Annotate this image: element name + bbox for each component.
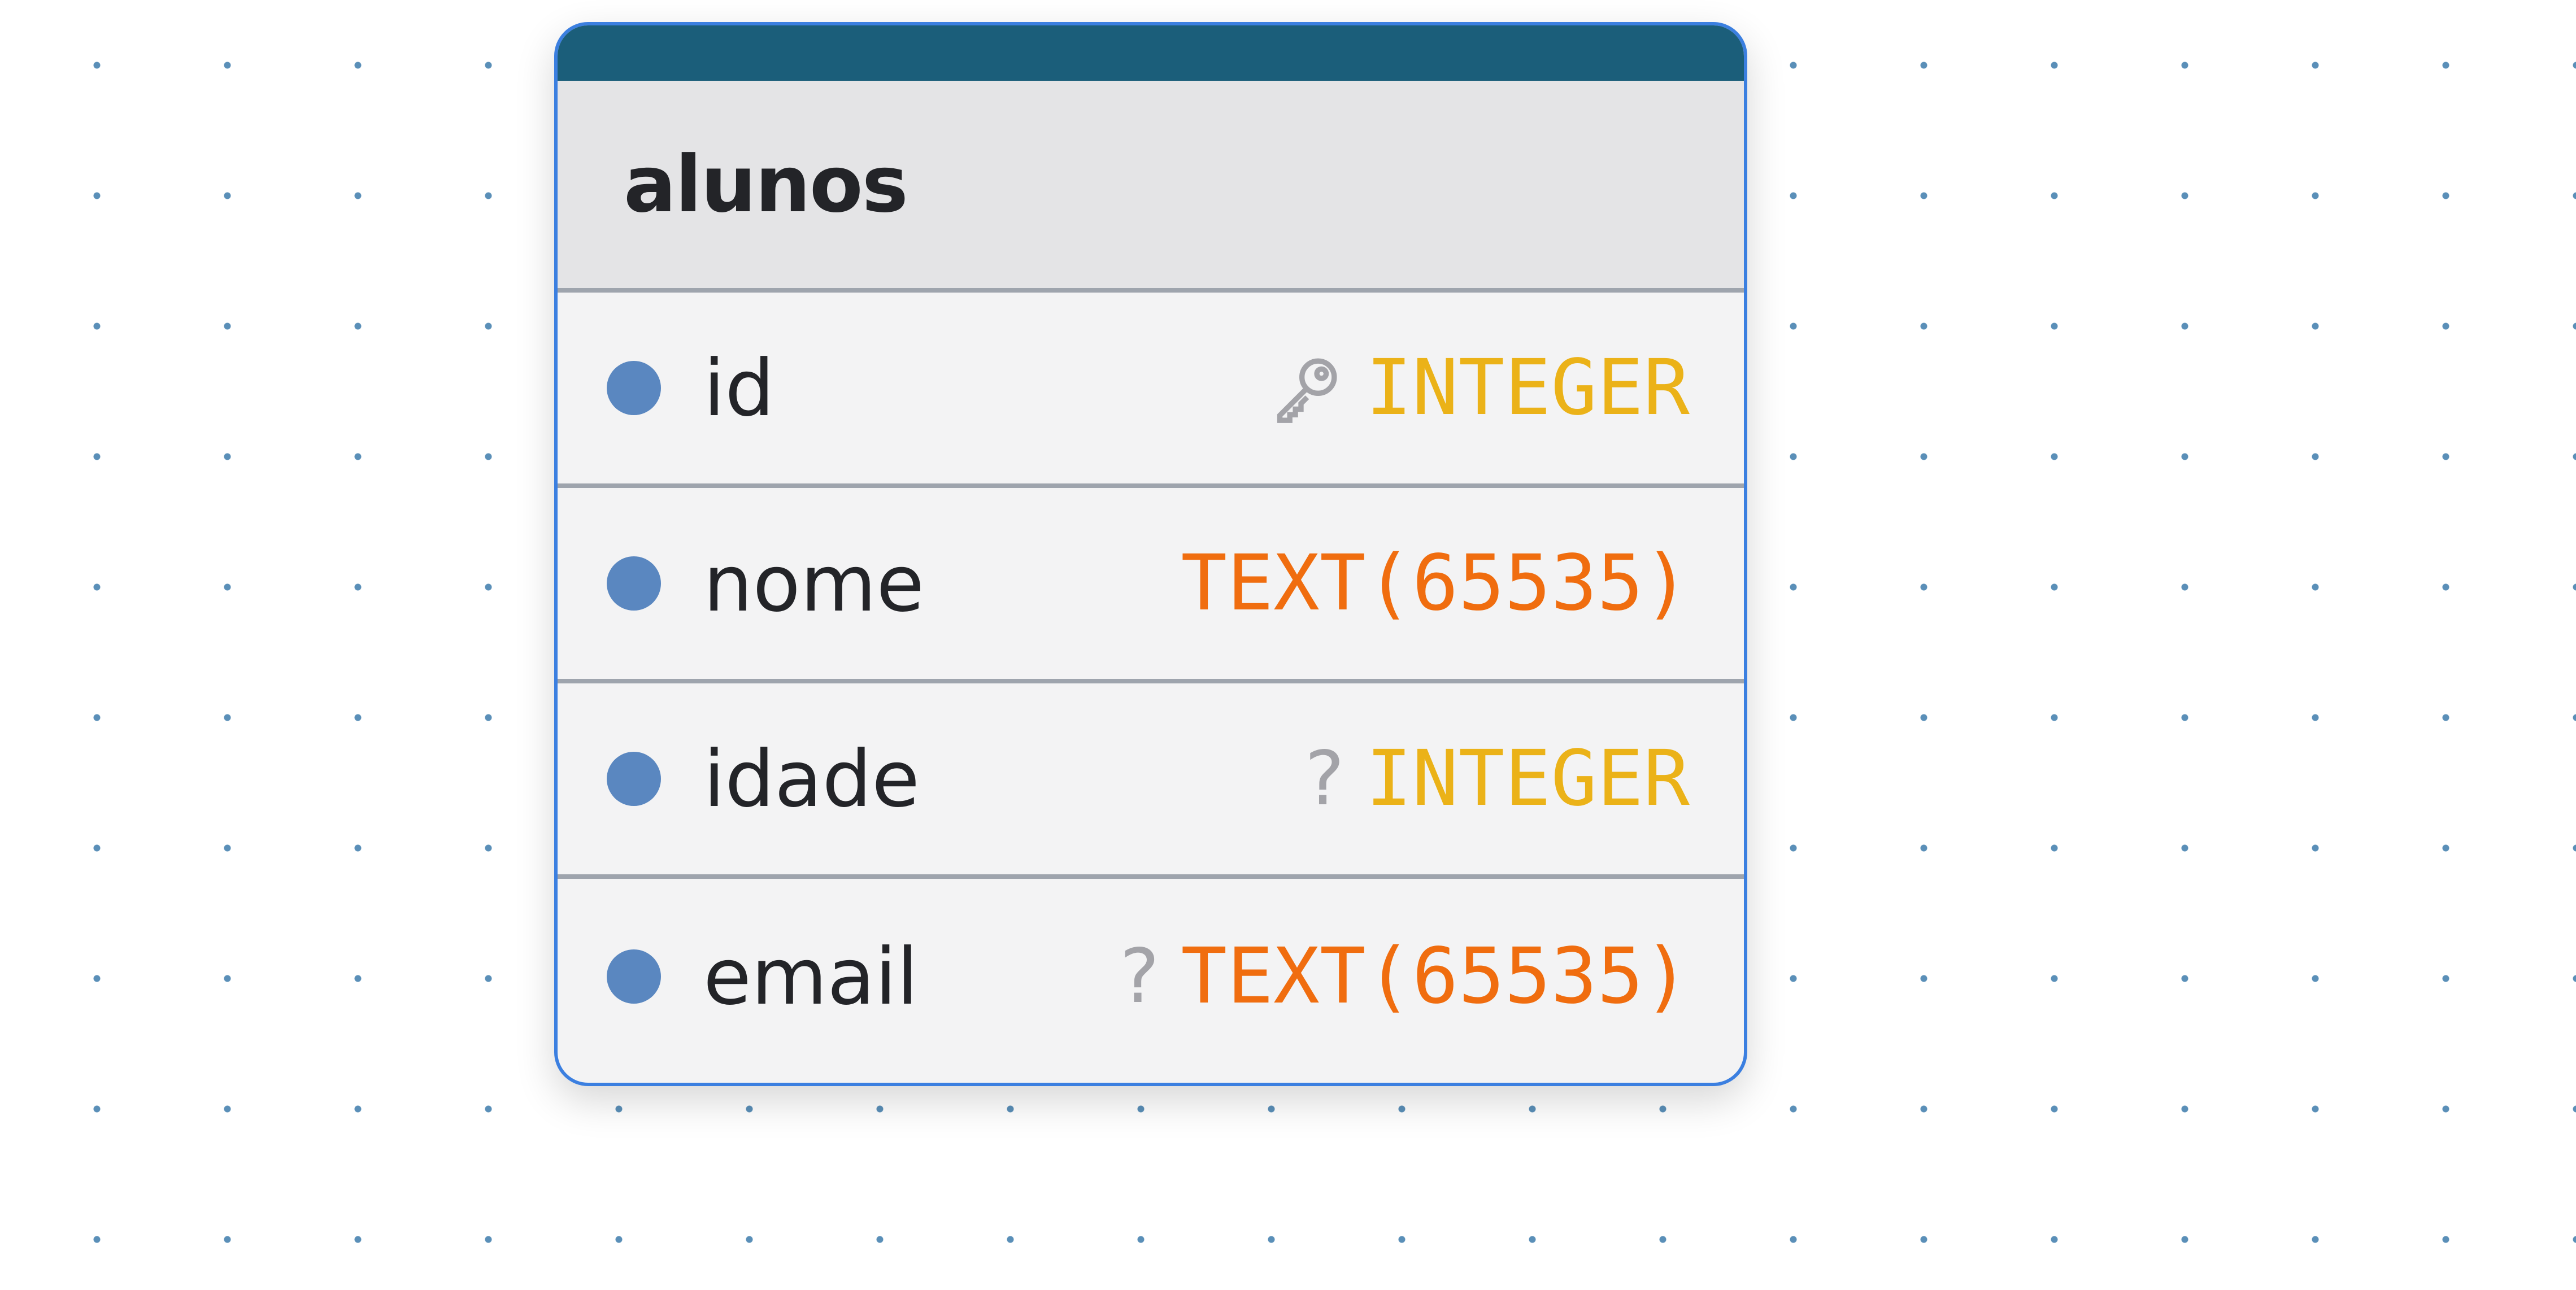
key-icon xyxy=(1277,358,1337,423)
nullable-marker: ? xyxy=(1304,735,1344,822)
nullable-marker: ? xyxy=(1120,933,1160,1020)
column-type: TEXT(65535) xyxy=(1181,932,1690,1021)
column-row-nome[interactable]: nome TEXT(65535) xyxy=(558,488,1744,683)
column-bullet-icon[interactable] xyxy=(607,556,661,611)
table-header[interactable]: alunos xyxy=(558,81,1744,293)
column-type: INTEGER xyxy=(1365,343,1690,433)
column-row-idade[interactable]: idade ? INTEGER xyxy=(558,683,1744,879)
table-name: alunos xyxy=(624,139,908,230)
column-name: id xyxy=(703,342,774,434)
table-node-alunos[interactable]: alunos id INTEGER nome TEXT(65535) xyxy=(554,22,1747,1086)
column-bullet-icon[interactable] xyxy=(607,752,661,806)
column-name: nome xyxy=(703,538,925,629)
column-bullet-icon[interactable] xyxy=(607,361,661,415)
column-type: INTEGER xyxy=(1365,734,1690,823)
column-bullet-icon[interactable] xyxy=(607,949,661,1004)
column-name: email xyxy=(703,931,919,1022)
column-row-email[interactable]: email ? TEXT(65535) xyxy=(558,879,1744,1074)
column-row-id[interactable]: id INTEGER xyxy=(558,293,1744,488)
column-name: idade xyxy=(703,733,920,825)
table-accent-bar xyxy=(558,25,1744,81)
column-type: TEXT(65535) xyxy=(1181,539,1690,628)
